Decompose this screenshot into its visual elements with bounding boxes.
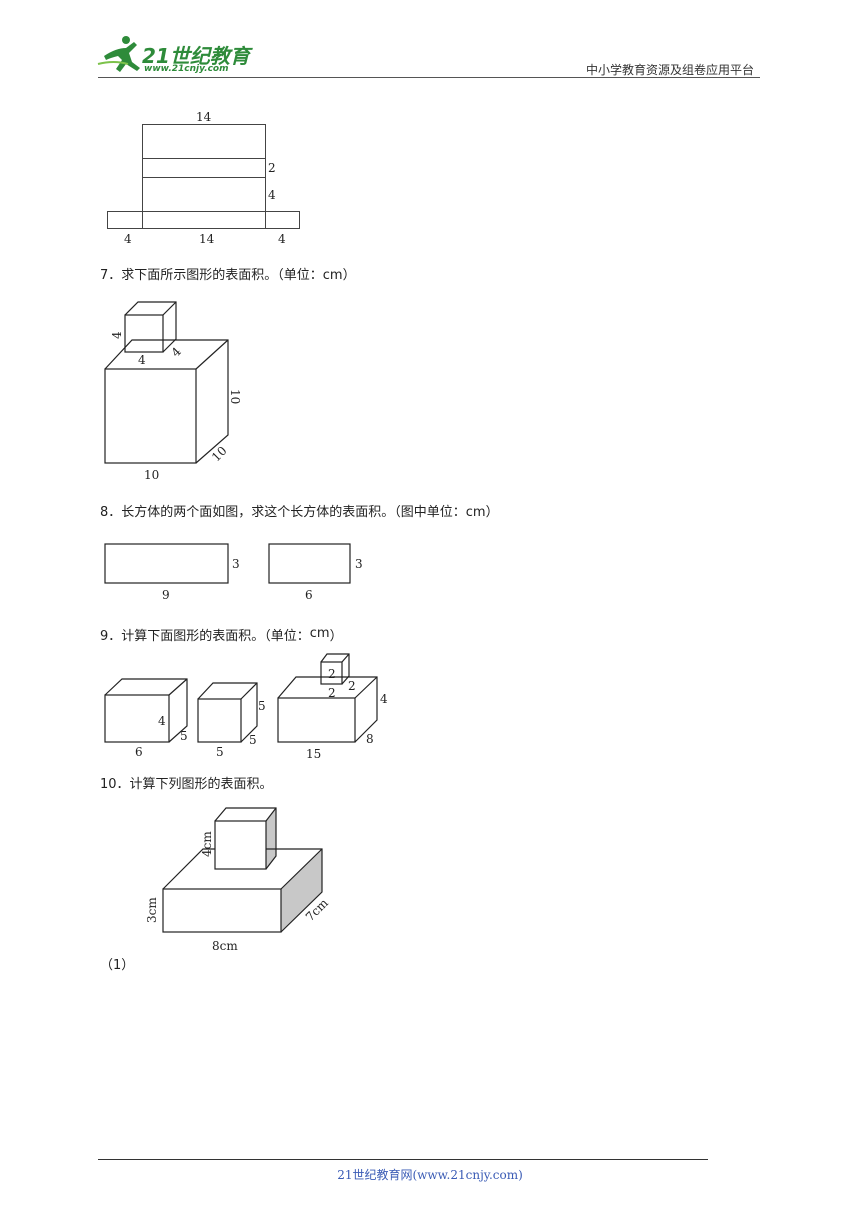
q8-rect2-width: 6 <box>305 588 313 602</box>
q8-rect2-height: 3 <box>355 557 363 571</box>
question-7-text: 7．求下面所示图形的表面积。（单位：cm） <box>100 268 356 283</box>
q7-label-big-depth: 10 <box>209 444 230 465</box>
question-9-close: ） <box>329 629 343 644</box>
q9-cube-front: 2 <box>328 667 336 681</box>
footer-divider <box>98 1159 708 1160</box>
figure-q8: 3 9 3 6 <box>104 543 363 602</box>
q9-box2-width: 5 <box>216 745 224 759</box>
figure-q7: 4 4 4 10 10 10 <box>104 301 242 482</box>
header-platform-text: 中小学教育资源及组卷应用平台 <box>585 63 754 77</box>
q9-box1-height: 4 <box>158 714 166 728</box>
q9-cube-width: 2 <box>328 686 336 700</box>
q9-box2-height: 5 <box>258 699 266 713</box>
question-10-subpart: （1） <box>100 958 135 973</box>
fig6-label-right-4: 4 <box>268 188 276 202</box>
runner-logo-icon <box>97 36 140 72</box>
question-8-text: 8．长方体的两个面如图，求这个长方体的表面积。（图中单位：cm） <box>100 505 499 520</box>
q8-rect1-width: 9 <box>162 588 170 602</box>
q7-label-small-height: 4 <box>110 331 124 339</box>
question-10-text: 10．计算下列图形的表面积。 <box>100 777 273 792</box>
q9-box1-width: 6 <box>135 745 143 759</box>
q7-label-big-width: 10 <box>144 468 159 482</box>
q8-rect1-height: 3 <box>232 557 240 571</box>
footer-text[interactable]: 21世纪教育网(www.21cnjy.com) <box>337 1168 523 1182</box>
q9-box2-depth: 5 <box>249 733 257 747</box>
logo-main-text: 21世纪教育 <box>142 44 250 68</box>
q9-cube-depth: 2 <box>348 679 356 693</box>
q9-box3-depth: 8 <box>366 732 374 746</box>
logo: 21世纪教育 www.21cnjy.com <box>96 34 256 78</box>
fig6-label-right-2: 2 <box>268 161 276 175</box>
question-9-text: 9．计算下面图形的表面积。（单位：cm） <box>100 625 343 644</box>
question-9-main: 9．计算下面图形的表面积。（单位： <box>100 629 310 644</box>
fig6-label-bottom-left: 4 <box>124 232 132 246</box>
q7-label-small-width: 4 <box>138 353 146 367</box>
figure-q10: 4cm 3cm 7cm 8cm <box>145 807 331 953</box>
q7-label-big-height: 10 <box>228 389 242 404</box>
q9-box3-height: 4 <box>380 692 388 706</box>
q7-label-small-depth: 4 <box>169 344 185 360</box>
header-divider <box>98 77 760 78</box>
logo-url-text: www.21cnjy.com <box>144 64 229 74</box>
q9-box3-width: 15 <box>306 747 321 761</box>
question-9-unit: cm <box>309 626 330 641</box>
q10-label-cube-height: 4cm <box>200 831 214 857</box>
fig6-label-bottom-right: 4 <box>278 232 286 246</box>
q10-label-box-width: 8cm <box>212 939 238 953</box>
q9-box1-depth: 5 <box>180 729 188 743</box>
figure-q9: 4 5 6 5 5 5 2 2 2 4 8 15 <box>104 653 388 761</box>
q10-label-box-height: 3cm <box>145 897 159 923</box>
figure-q6: 14 2 4 4 14 4 <box>107 110 300 246</box>
fig6-label-bottom-mid: 14 <box>199 232 215 246</box>
fig6-label-top: 14 <box>196 110 212 124</box>
